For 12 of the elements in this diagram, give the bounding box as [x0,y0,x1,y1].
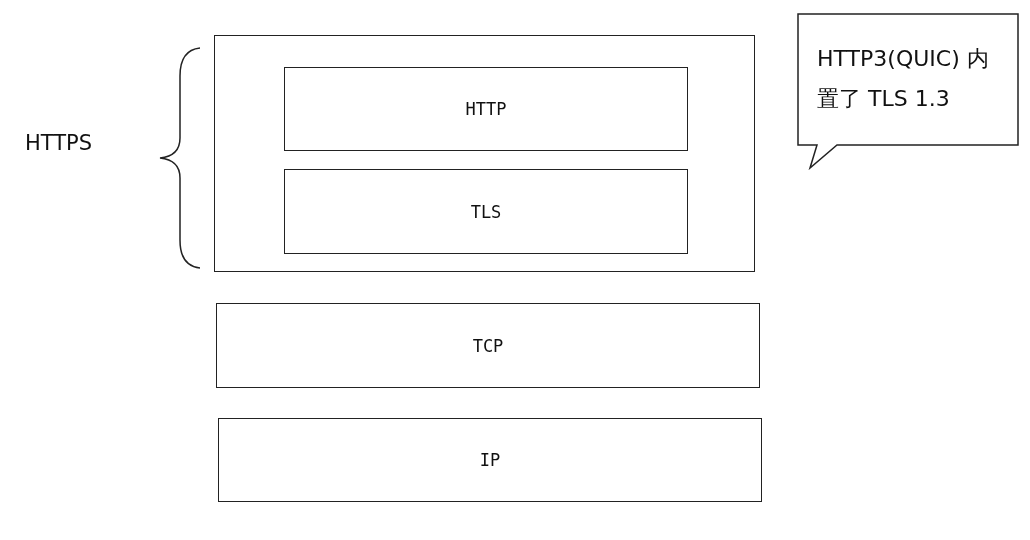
layer-label: TLS [470,201,502,222]
group-box [214,35,755,272]
note-text: HTTP3(QUIC) 内置了 TLS 1.3 [817,45,990,113]
layer-label: HTTP [465,99,507,119]
layer-label: TCP [472,335,504,356]
layer-box [284,169,688,254]
layer-box [216,303,760,388]
speech-bubble [797,13,1019,170]
layer-box [284,67,688,151]
protocol-label: HTTPS [25,131,93,155]
layer-box [218,418,762,502]
layer-label: IP [479,450,501,470]
